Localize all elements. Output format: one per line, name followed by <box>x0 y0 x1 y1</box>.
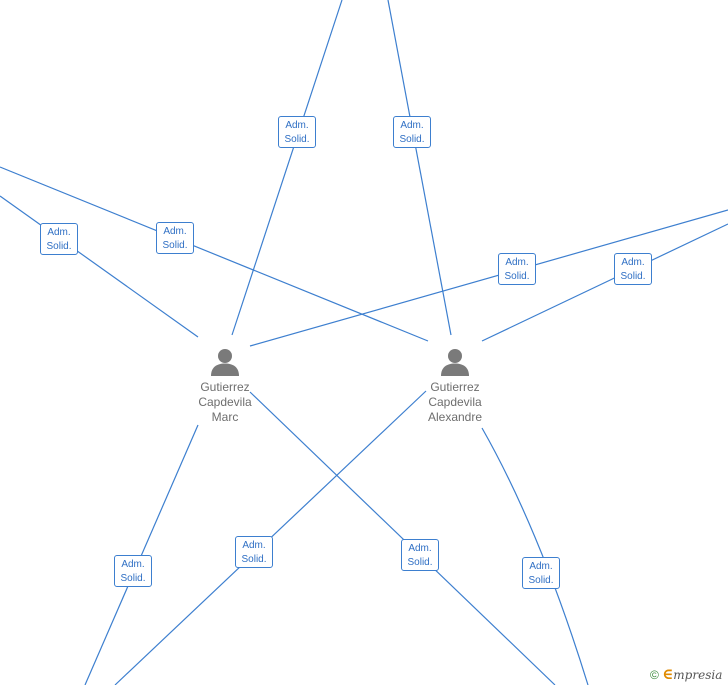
empresia-watermark: © ∈mpresia <box>650 665 722 685</box>
person-node-alexandre[interactable]: Gutierrez Capdevila Alexandre <box>405 348 505 425</box>
copyright-icon: © <box>650 668 659 682</box>
edge-label[interactable]: Adm. Solid. <box>393 116 431 148</box>
edge-line <box>0 195 199 338</box>
person-node-marc[interactable]: Gutierrez Capdevila Marc <box>175 348 275 425</box>
edge-line <box>231 0 343 336</box>
person-icon <box>211 349 239 376</box>
edge-line <box>387 0 452 336</box>
edge-label[interactable]: Adm. Solid. <box>114 555 152 587</box>
person-icon <box>441 349 469 376</box>
edge-line <box>249 391 556 685</box>
edge-line <box>249 209 728 347</box>
edge-line <box>481 223 728 342</box>
person-name: Gutierrez Capdevila Alexandre <box>427 380 483 424</box>
edge-label[interactable]: Adm. Solid. <box>522 557 560 589</box>
edge-label[interactable]: Adm. Solid. <box>614 253 652 285</box>
edge-label[interactable]: Adm. Solid. <box>40 223 78 255</box>
edge-label[interactable]: Adm. Solid. <box>498 253 536 285</box>
edge-label[interactable]: Adm. Solid. <box>235 536 273 568</box>
edge-line <box>0 166 429 342</box>
edge-label[interactable]: Adm. Solid. <box>156 222 194 254</box>
empresia-logo: ∈mpresia <box>662 665 723 683</box>
edge-label[interactable]: Adm. Solid. <box>401 539 439 571</box>
person-name: Gutierrez Capdevila Marc <box>198 380 252 424</box>
edge-line <box>481 427 589 685</box>
edge-label[interactable]: Adm. Solid. <box>278 116 316 148</box>
